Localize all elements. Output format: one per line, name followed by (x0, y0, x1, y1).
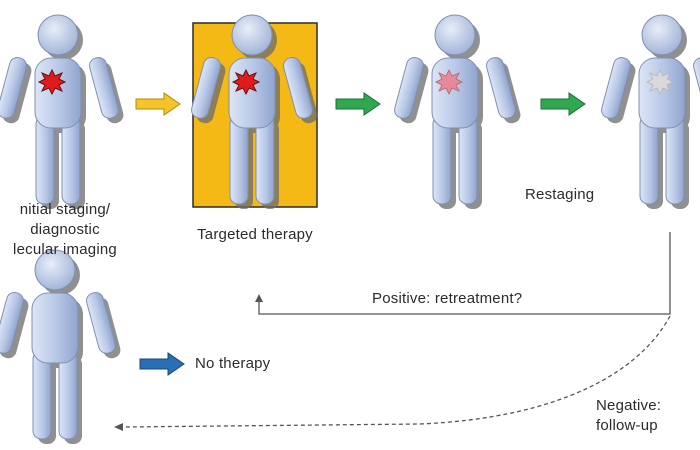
patient-figure-restaging (599, 14, 700, 210)
initial-staging-line-3: lecular imaging (13, 241, 117, 258)
initial-staging-line-1: nitial staging/ (19, 201, 111, 218)
negative-followup-line-1: Negative: (596, 397, 662, 414)
right-arrow-icon (540, 92, 586, 116)
patient-figure-initial (0, 14, 126, 210)
up-arrowhead-icon (255, 294, 263, 302)
negative-followup-line-2: follow-up (596, 417, 658, 434)
positive-retreatment-label: Positive: retreatment? (372, 290, 523, 307)
tumor-burst-icon (38, 69, 66, 95)
tumor-burst-icon (232, 69, 260, 95)
left-arrowhead-icon (114, 423, 123, 431)
patient-figure-response (392, 14, 523, 210)
negative-followup-line (123, 315, 671, 428)
right-arrow-icon (335, 92, 381, 116)
right-arrow-icon (135, 92, 181, 116)
restaging-label: Restaging (525, 186, 595, 203)
initial-staging-line-2: diagnostic (30, 221, 100, 238)
right-arrow-icon (139, 352, 185, 376)
initial-staging-label: nitial staging/ diagnostic lecular imagi… (0, 200, 140, 260)
no-therapy-label: No therapy (195, 355, 271, 372)
patient-figure-no-therapy (0, 249, 123, 445)
targeted-therapy-label: Targeted therapy (197, 226, 313, 243)
negative-followup-label: Negative: follow-up (596, 396, 696, 436)
tumor-burst-icon (646, 69, 674, 95)
positive-retreatment-line (258, 232, 671, 315)
tumor-burst-icon (435, 69, 463, 95)
